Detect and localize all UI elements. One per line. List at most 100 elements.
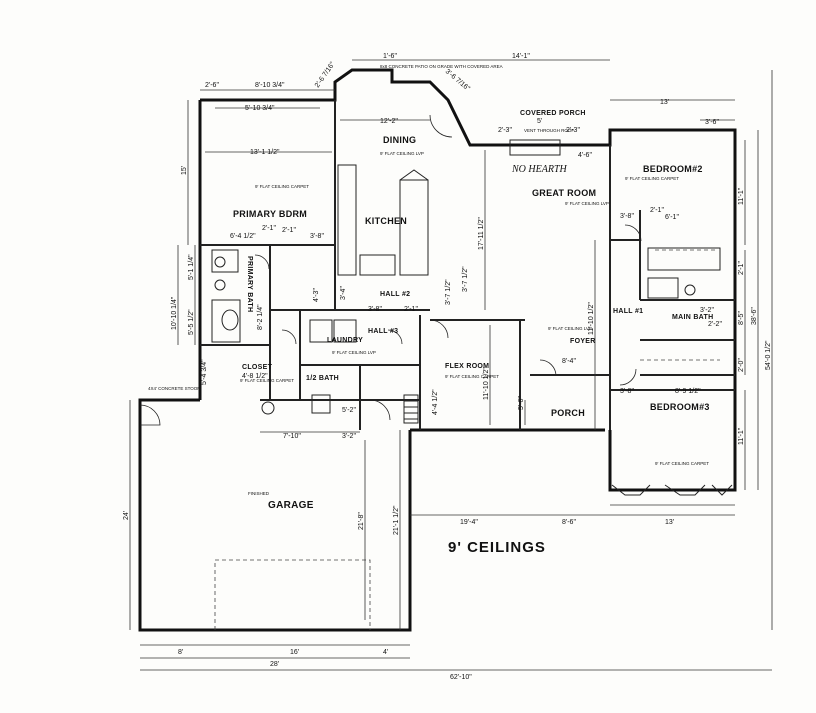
dim-text: 8'-5" [738, 311, 745, 325]
label-main-bath: MAIN BATH [672, 314, 713, 321]
dim-text: 5' [537, 118, 542, 125]
dim-text: 3'-8" [310, 233, 324, 240]
dim-text: 2'-1" [738, 261, 745, 275]
dim-text: 3'-8" [620, 213, 634, 220]
dim-text: 16' [290, 649, 299, 656]
dim-text: 28' [270, 661, 279, 668]
dim-text: 5'-5 1/2" [188, 309, 195, 335]
dim-text: 3'-2" [700, 307, 714, 314]
interior-walls [200, 100, 735, 430]
ceiling-note-bedroom3: 9' FLAT CEILING CARPET [655, 461, 709, 466]
label-dining: DINING [383, 135, 416, 145]
dim-text: 2'-6" [205, 82, 219, 89]
label-closet: CLOSET [242, 364, 273, 371]
ceiling-note-flex: 9' FLAT CEILING CARPET [445, 374, 499, 379]
label-hall2: HALL #2 [380, 291, 410, 298]
dim-text: 2'-0" [738, 358, 745, 372]
dim-text: 17'-11 1/2" [478, 217, 485, 250]
vent-note: VENT THROUGH ROOF [524, 128, 574, 133]
dim-text: 13' [660, 99, 669, 106]
dim-text: 3'-8" [620, 388, 634, 395]
dim-text: 11'-10 1/2" [483, 367, 490, 400]
label-hall3: HALL #3 [368, 328, 398, 335]
dim-text: 3'-2" [342, 433, 356, 440]
dim-text: 3'-8" [368, 306, 382, 313]
label-kitchen: KITCHEN [365, 216, 407, 226]
dim-text: 8'-2 1/4" [257, 304, 264, 330]
label-bedroom2: BEDROOM#2 [643, 164, 703, 174]
dim-text: 21'-8" [358, 512, 365, 530]
dim-text: 8' [178, 649, 183, 656]
label-garage: GARAGE [268, 500, 314, 511]
dim-text: 2'-2" [708, 321, 722, 328]
label-laundry: LAUNDRY [327, 337, 363, 344]
dim-text: 4' [383, 649, 388, 656]
dim-text: 3'-6 7/16" [444, 68, 471, 93]
ceiling-note-closet: 9' FLAT CEILING CARPET [240, 378, 294, 383]
dim-text: 2'-3" [498, 127, 512, 134]
dim-text: 4'-8 1/2" [242, 373, 268, 380]
dim-text: 13' [665, 519, 674, 526]
label-primary-bdrm: PRIMARY BDRM [233, 209, 307, 219]
dim-text: 5'-6" [518, 396, 525, 410]
dim-text: 11'-1" [738, 187, 745, 205]
dimension-text: 2'-6" 8'-10 3/4" 5'-10 3/4" 13'-1 1/2" 1… [123, 53, 772, 681]
dim-text: 4'-4 1/2" [432, 389, 439, 415]
dim-text: 62'-10" [450, 674, 472, 681]
dim-text: 8'-4" [562, 358, 576, 365]
dim-text: 54'-0 1/2" [765, 340, 772, 370]
exterior-walls [138, 68, 737, 632]
label-hall1: HALL #1 [613, 308, 643, 315]
ceiling-note-dining: 9' FLAT CEILING LVP [380, 151, 424, 156]
room-labels: DINING KITCHEN PRIMARY BDRM PRIMARY BATH… [233, 110, 713, 511]
dim-text: 21'-1 1/2" [393, 505, 400, 535]
dim-text: 4'-3" [313, 288, 320, 302]
dim-text: 24' [123, 511, 130, 520]
dim-text: 3'-7 1/2" [462, 266, 469, 292]
dim-text: 6'-4 1/2" [230, 233, 256, 240]
attic-stair [403, 394, 419, 424]
dim-text: 15' [181, 166, 188, 175]
label-covered-porch: COVERED PORCH [520, 110, 586, 117]
dim-text: 8'-9 1/2" [675, 388, 701, 395]
label-flex-room: FLEX ROOM [445, 363, 489, 370]
dim-text: 3'-6" [705, 119, 719, 126]
dim-text: 11'-1" [738, 427, 745, 445]
dim-text: 5'-10 3/4" [245, 105, 275, 112]
dim-text: 1'-6" [383, 53, 397, 60]
dim-text: 19'-4" [460, 519, 478, 526]
notes: 8x8 CONCRETE PATIO ON GRADE WITH COVERED… [148, 64, 709, 496]
label-great-room: GREAT ROOM [532, 188, 596, 198]
ceiling-height-banner: 9' CEILINGS [448, 539, 546, 556]
dim-text: 38'-6" [751, 307, 758, 325]
dim-text: 14'-1" [512, 53, 530, 60]
dim-text: 3'-7 1/2" [445, 279, 452, 305]
ceiling-note-primary: 9' FLAT CEILING CARPET [255, 184, 309, 189]
ceiling-note-laundry: 9' FLAT CEILING LVP [332, 350, 376, 355]
dim-text: 2'-1" [262, 225, 276, 232]
dim-text: 2'-1" [282, 227, 296, 234]
label-bedroom3: BEDROOM#3 [650, 402, 710, 412]
dim-text: 2'-3" [566, 127, 580, 134]
dim-text: 11'-10 1/2" [588, 302, 595, 335]
fixtures [211, 139, 733, 630]
dim-text: 5'-4 3/4" [201, 359, 208, 385]
ceiling-note-great: 9' FLAT CEILING LVP [565, 201, 609, 206]
dim-text: 6'-1" [665, 214, 679, 221]
dim-text: 4'-6" [578, 152, 592, 159]
dimension-lines [129, 59, 773, 671]
ceiling-note-hall1: 9' FLAT CEILING LVP [548, 326, 592, 331]
dim-text: 10'-10 1/4" [171, 296, 178, 330]
garage-finish-note: FINISHED [248, 491, 270, 496]
dim-text: 2'-6 7/16" [314, 61, 337, 90]
dim-text: 13'-1 1/2" [250, 149, 280, 156]
dim-text: 12'-2" [380, 118, 398, 125]
label-half-bath: 1/2 BATH [306, 375, 339, 382]
patio-note: 8x8 CONCRETE PATIO ON GRADE WITH COVERED… [380, 64, 503, 69]
dim-text: 2'-1" [404, 306, 418, 313]
dim-text: 8'-6" [562, 519, 576, 526]
door-swings [139, 114, 642, 426]
dim-text: 2'-1" [650, 207, 664, 214]
label-foyer: FOYER [570, 338, 596, 345]
